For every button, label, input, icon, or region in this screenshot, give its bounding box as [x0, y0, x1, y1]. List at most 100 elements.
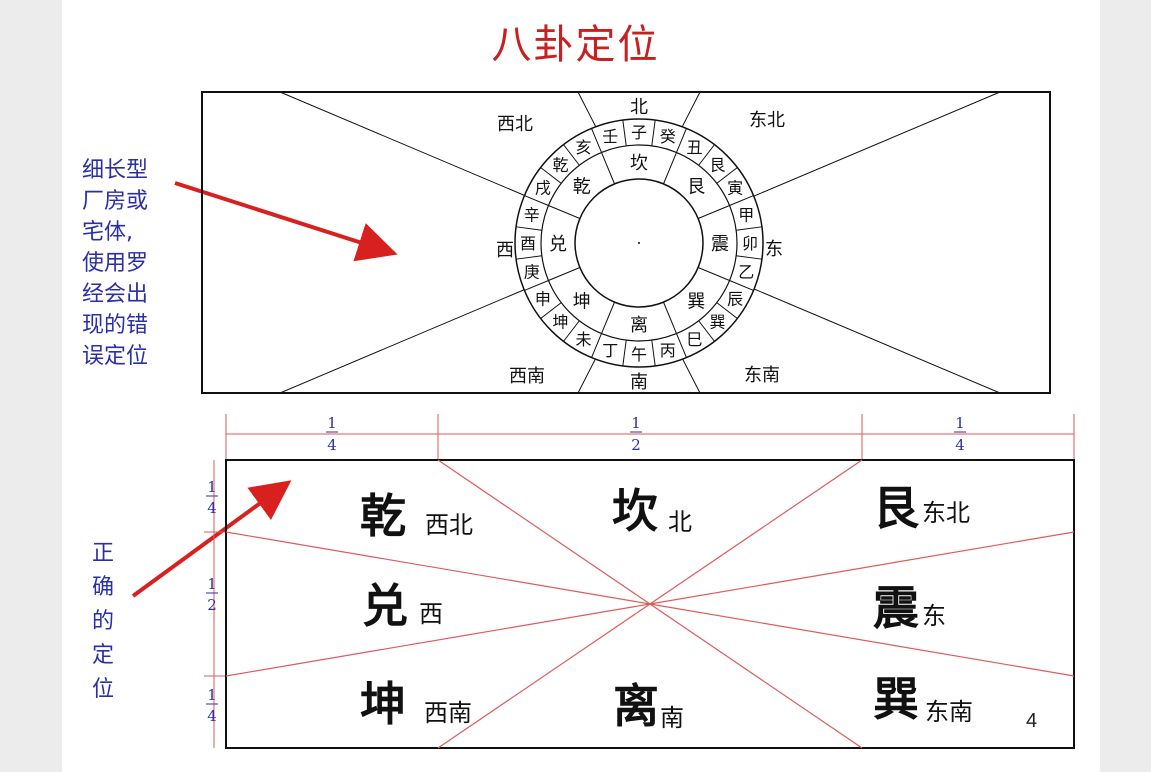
outer-ring-character: 亥 [575, 138, 591, 157]
inner-ring-divider [663, 301, 677, 334]
outer-ring-character: 午 [631, 345, 647, 364]
outer-ring-divider [716, 167, 738, 184]
fraction-denominator: 4 [327, 436, 337, 454]
direction-west: 西 [496, 240, 514, 261]
trigram-kun: 坤 [360, 677, 406, 731]
trigram-zhen: 震 [873, 581, 919, 635]
side-fraction-2: 1 2 [206, 575, 218, 614]
division-line [437, 459, 651, 605]
outer-ring-character: 戌 [535, 179, 551, 198]
direction-label: 东 [922, 602, 946, 630]
outer-ring-character: 丁 [602, 341, 618, 360]
outer-ring-character: 卯 [742, 234, 758, 253]
note-line: 误定位 [82, 344, 149, 369]
fraction-numerator: 1 [631, 414, 641, 432]
note-line: 定 [91, 643, 114, 668]
outer-ring-divider [698, 320, 715, 342]
fraction-denominator: 2 [207, 596, 217, 614]
wrong-note-arrow [174, 181, 398, 262]
outer-ring-labels: 子癸丑艮寅甲卯乙辰巽巳丙午丁未坤申庚酉辛戌乾亥壬 [520, 123, 758, 364]
direction-label: 东南 [925, 698, 973, 726]
correct-note-arrow [131, 480, 292, 598]
inner-ring-divider [548, 205, 581, 219]
inner-ring-trigram: 离 [630, 315, 648, 336]
page-title: 八卦定位 [491, 22, 660, 68]
division-line [649, 531, 1075, 605]
outer-ring-divider [729, 195, 754, 206]
fraction-numerator: 1 [207, 686, 217, 704]
inner-ring-trigram: 乾 [573, 177, 591, 198]
fraction-numerator: 1 [327, 414, 337, 432]
outer-ring-character: 子 [631, 123, 647, 142]
direction-southeast: 东南 [744, 365, 780, 386]
outer-ring-divider [622, 340, 627, 367]
direction-label: 南 [660, 704, 684, 732]
outer-ring-divider [540, 167, 562, 184]
note-line: 宅体, [82, 220, 133, 245]
outer-ring-character: 巳 [686, 330, 702, 349]
fraction-numerator: 1 [955, 414, 965, 432]
inner-ring-trigram: 坤 [573, 291, 591, 312]
fraction-denominator: 2 [631, 436, 641, 454]
outer-ring-divider [524, 280, 549, 291]
direction-south: 南 [630, 372, 648, 393]
page-number: 4 [1026, 710, 1038, 732]
outer-ring-divider [729, 280, 754, 291]
trigram-xun: 巽 [873, 672, 919, 726]
outer-ring-divider [563, 320, 580, 342]
note-line: 现的错 [82, 313, 149, 338]
direction-label: 西北 [425, 511, 473, 539]
trigram-li: 离 [613, 679, 659, 733]
outer-ring-character: 丙 [660, 341, 676, 360]
note-line: 使用罗 [82, 251, 149, 276]
direction-northeast: 东北 [749, 110, 785, 131]
outer-ring-divider [676, 128, 687, 153]
division-lines [225, 459, 1075, 749]
grid-diagram: 1 4 1 2 1 4 1 4 1 2 1 4 [204, 414, 1075, 749]
outer-ring-character: 辛 [524, 205, 540, 224]
fraction-numerator: 1 [207, 575, 217, 593]
ring-separators [515, 119, 763, 367]
division-line [649, 603, 863, 749]
outer-ring-divider [591, 333, 602, 358]
outer-ring-character: 乾 [553, 156, 569, 175]
direction-label: 东北 [922, 499, 970, 527]
direction-southwest: 西南 [509, 366, 545, 387]
center-dot [638, 242, 640, 244]
diagonal-line [279, 282, 541, 394]
side-fraction-3: 1 4 [206, 686, 218, 725]
slide [62, 0, 1100, 772]
note-line: 细长型 [82, 158, 149, 183]
inner-ring-divider [697, 267, 730, 281]
outer-ring-character: 艮 [709, 156, 725, 175]
outer-ring-character: 未 [575, 330, 591, 349]
fraction-denominator: 4 [955, 436, 965, 454]
division-line [225, 603, 651, 677]
outer-ring-divider [622, 119, 627, 146]
inner-ring-divider [663, 152, 677, 185]
correct-positioning-note: 正 确 的 定 位 [88, 537, 118, 707]
fraction-denominator: 4 [207, 707, 217, 725]
fraction-denominator: 4 [207, 499, 217, 517]
note-line: 位 [91, 677, 114, 702]
note-line: 正 [91, 541, 114, 566]
outer-ring-character: 壬 [602, 127, 618, 146]
division-line [649, 459, 863, 605]
diagonal-line [279, 91, 541, 203]
outer-ring-divider [676, 333, 687, 358]
inner-ring-divider [697, 205, 730, 219]
outer-ring-character: 坤 [553, 312, 569, 331]
inner-ring-trigram: 艮 [687, 177, 705, 198]
diagonal-line [739, 91, 1001, 203]
outer-ring-character: 寅 [727, 179, 743, 198]
diagonal-line [739, 282, 1001, 394]
direction-north: 北 [630, 97, 648, 118]
top-frame [201, 91, 1051, 394]
outer-ring-divider [736, 226, 763, 231]
trigram-kan: 坎 [612, 484, 658, 538]
outer-ring-character: 申 [535, 290, 551, 309]
direction-east: 东 [765, 239, 783, 260]
outer-ring-divider [524, 195, 549, 206]
